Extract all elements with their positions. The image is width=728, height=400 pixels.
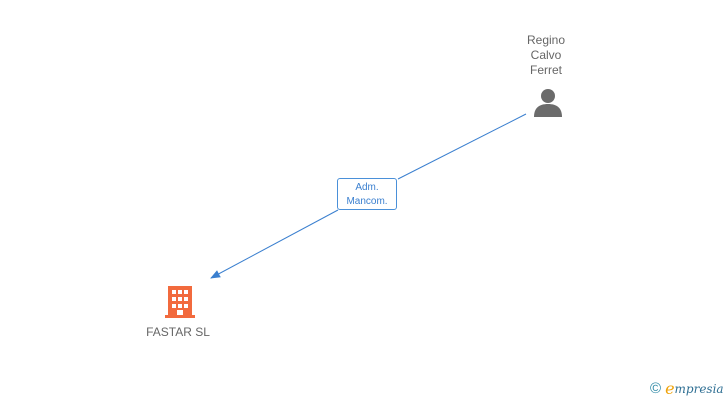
brand-logo: © e mpresia [650,380,724,398]
edge-label-to-company [210,209,339,279]
person-icon[interactable] [533,88,563,118]
relationship-label-line-1: Adm. [355,182,379,193]
relationship-label-line-2: Mancom. [346,196,388,207]
brand-name: mpresia [674,382,724,396]
company-name[interactable]: FASTAR SL [146,325,210,339]
person-name-line-3: Ferret [529,63,562,77]
relationship-label[interactable]: Adm. Mancom. [337,178,397,210]
person-name[interactable]: Regino Calvo Ferret [498,33,594,78]
person-name-line-1: Regino [526,33,566,47]
brand-initial: e [665,379,675,398]
building-icon[interactable] [164,285,196,319]
person-name-line-2: Calvo [530,48,562,62]
copyright-icon: © [650,380,662,397]
edge-person-to-label [397,113,527,180]
